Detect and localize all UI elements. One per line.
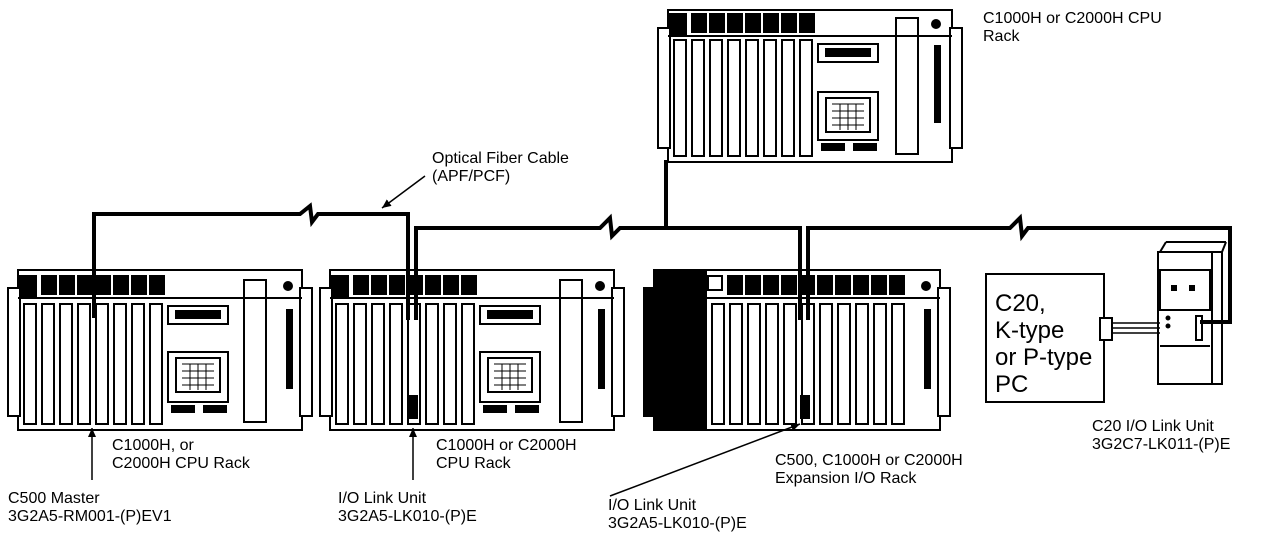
- cable-label-line1: Optical Fiber Cable: [432, 150, 569, 168]
- master-unit-label: C500 Master 3G2A5-RM001-(P)EV1: [8, 490, 172, 526]
- link-unit-3-label-line2: 3G2A5-LK010-(P)E: [608, 515, 747, 533]
- link-unit-3-arrow: [610, 424, 800, 496]
- expansion-rack-label-line2: Expansion I/O Rack: [775, 470, 963, 488]
- master-rack-label-line1: C1000H, or: [112, 437, 250, 455]
- c20-pc-label-line1: C20,: [995, 290, 1092, 317]
- cpu-rack-2-label-line1: C1000H or C2000H: [436, 437, 577, 455]
- c20-pc-label-line3: or P-type: [995, 344, 1092, 371]
- cpu-rack-2: [320, 270, 624, 430]
- top-cpu-rack: [658, 10, 962, 162]
- link-unit-3-label: I/O Link Unit 3G2A5-LK010-(P)E: [608, 497, 747, 533]
- link-unit-2-label-line2: 3G2A5-LK010-(P)E: [338, 508, 477, 526]
- top-rack-label-line1: C1000H or C2000H CPU: [983, 10, 1162, 28]
- expansion-rack-label: C500, C1000H or C2000H Expansion I/O Rac…: [775, 452, 963, 488]
- c20-link-label-line1: C20 I/O Link Unit: [1092, 418, 1230, 436]
- master-cpu-rack: [8, 270, 312, 430]
- c20-pc-label-line2: K-type: [995, 317, 1092, 344]
- c20-link-unit: [1100, 242, 1226, 384]
- link-unit-3-label-line1: I/O Link Unit: [608, 497, 747, 515]
- c20-link-label: C20 I/O Link Unit 3G2C7-LK011-(P)E: [1092, 418, 1230, 454]
- link-unit-2-label-line1: I/O Link Unit: [338, 490, 477, 508]
- link-unit-2-label: I/O Link Unit 3G2A5-LK010-(P)E: [338, 490, 477, 526]
- master-unit-label-line2: 3G2A5-RM001-(P)EV1: [8, 508, 172, 526]
- cpu-rack-2-label: C1000H or C2000H CPU Rack: [436, 437, 577, 473]
- cable-arrow: [382, 176, 425, 208]
- master-rack-label: C1000H, or C2000H CPU Rack: [112, 437, 250, 473]
- master-rack-label-line2: C2000H CPU Rack: [112, 455, 250, 473]
- top-rack-label-line2: Rack: [983, 28, 1162, 46]
- expansion-rack-label-line1: C500, C1000H or C2000H: [775, 452, 963, 470]
- c20-link-label-line2: 3G2C7-LK011-(P)E: [1092, 436, 1230, 454]
- cable-label-line2: (APF/PCF): [432, 168, 569, 186]
- cable-label: Optical Fiber Cable (APF/PCF): [432, 150, 569, 186]
- expansion-io-rack: [644, 270, 950, 430]
- c20-pc-label: C20, K-type or P-type PC: [995, 290, 1092, 398]
- master-unit-label-line1: C500 Master: [8, 490, 172, 508]
- top-rack-label: C1000H or C2000H CPU Rack: [983, 10, 1162, 46]
- cpu-rack-2-label-line2: CPU Rack: [436, 455, 577, 473]
- c20-pc-label-line4: PC: [995, 371, 1092, 398]
